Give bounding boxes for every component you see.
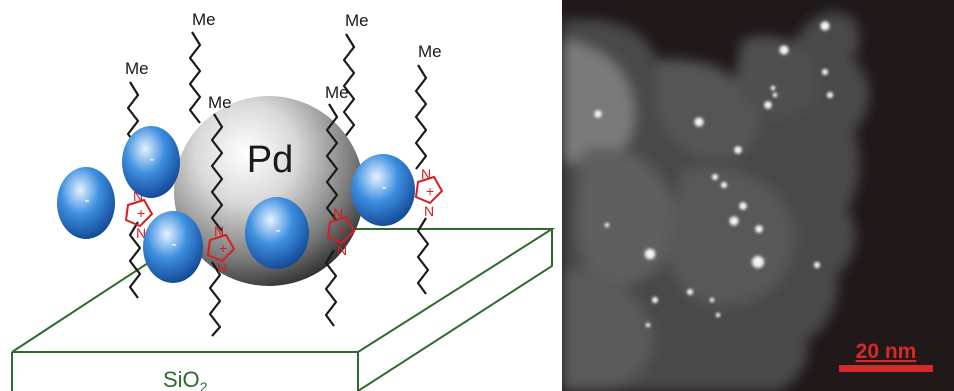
nitrogen-label: N [421,166,431,182]
cation-charge: + [137,205,145,221]
anion [57,167,115,239]
pd-particle [778,44,790,56]
anions [57,126,415,283]
nitrogen-label: N [136,225,146,241]
methyl-label: Me [125,59,149,78]
pd-particle [711,173,719,181]
pd-particle [720,181,728,189]
nitrogen-label: N [217,260,227,276]
anion-charge: - [84,192,89,209]
cation-charge: + [338,222,346,238]
pd-particle [826,91,834,99]
anion-charge: - [275,222,280,239]
pd-particle [821,68,829,76]
pd-particle [643,247,657,261]
alkyl-chains-back [126,31,428,170]
pd-particle [733,145,743,155]
pd-particle [645,322,651,328]
nitrogen-label: N [133,188,143,204]
pd-particle [728,215,740,227]
schematic-diagram: Me Me Me Me Pd Me Me [11,10,556,391]
alkyl-chains-front [128,103,430,337]
pd-particle [686,288,694,296]
pd-particle [770,85,776,91]
anion-charge: - [149,151,154,168]
pd-particle [604,222,610,228]
imidazolium-cations [124,175,444,263]
methyl-label: Me [192,10,216,29]
pd-particle [813,261,821,269]
nitrogen-label: N [333,205,343,221]
support-label: SiO2 [163,367,208,391]
pd-particle [593,109,603,119]
anion-charge: - [381,179,386,196]
anion [122,126,180,198]
pd-label: Pd [247,139,293,181]
pd-nanoparticle [174,96,364,286]
methyl-label: Me [325,83,349,102]
nitrogen-label: N [424,203,434,219]
support-label-subscript: 2 [200,379,208,391]
anion [245,197,309,269]
pd-particle [819,20,831,32]
pd-particle [693,116,705,128]
electron-micrograph: 20 nm [562,0,954,391]
pd-particle [651,296,659,304]
scale-bar [839,365,933,372]
pd-particle [763,100,773,110]
pd-particle [754,224,764,234]
pd-particle [715,312,721,318]
pd-particle [738,201,748,211]
cation-charge: + [219,240,227,256]
pd-particle [750,254,766,270]
support-label-main: SiO [163,367,200,391]
methyl-label: Me [345,11,369,30]
anion [351,154,415,226]
scale-bar-label: 20 nm [856,340,917,363]
nitrogen-label: N [337,242,347,258]
nitrogen-label: N [214,223,224,239]
support-particles [562,11,870,391]
methyl-label: Me [208,93,232,112]
anion [143,211,203,283]
pd-particles [593,20,834,328]
methyl-label: Me [418,42,442,61]
anion-charge: - [171,236,176,253]
pd-particle [772,92,778,98]
pd-particle [709,297,715,303]
cation-charge: + [426,183,434,199]
